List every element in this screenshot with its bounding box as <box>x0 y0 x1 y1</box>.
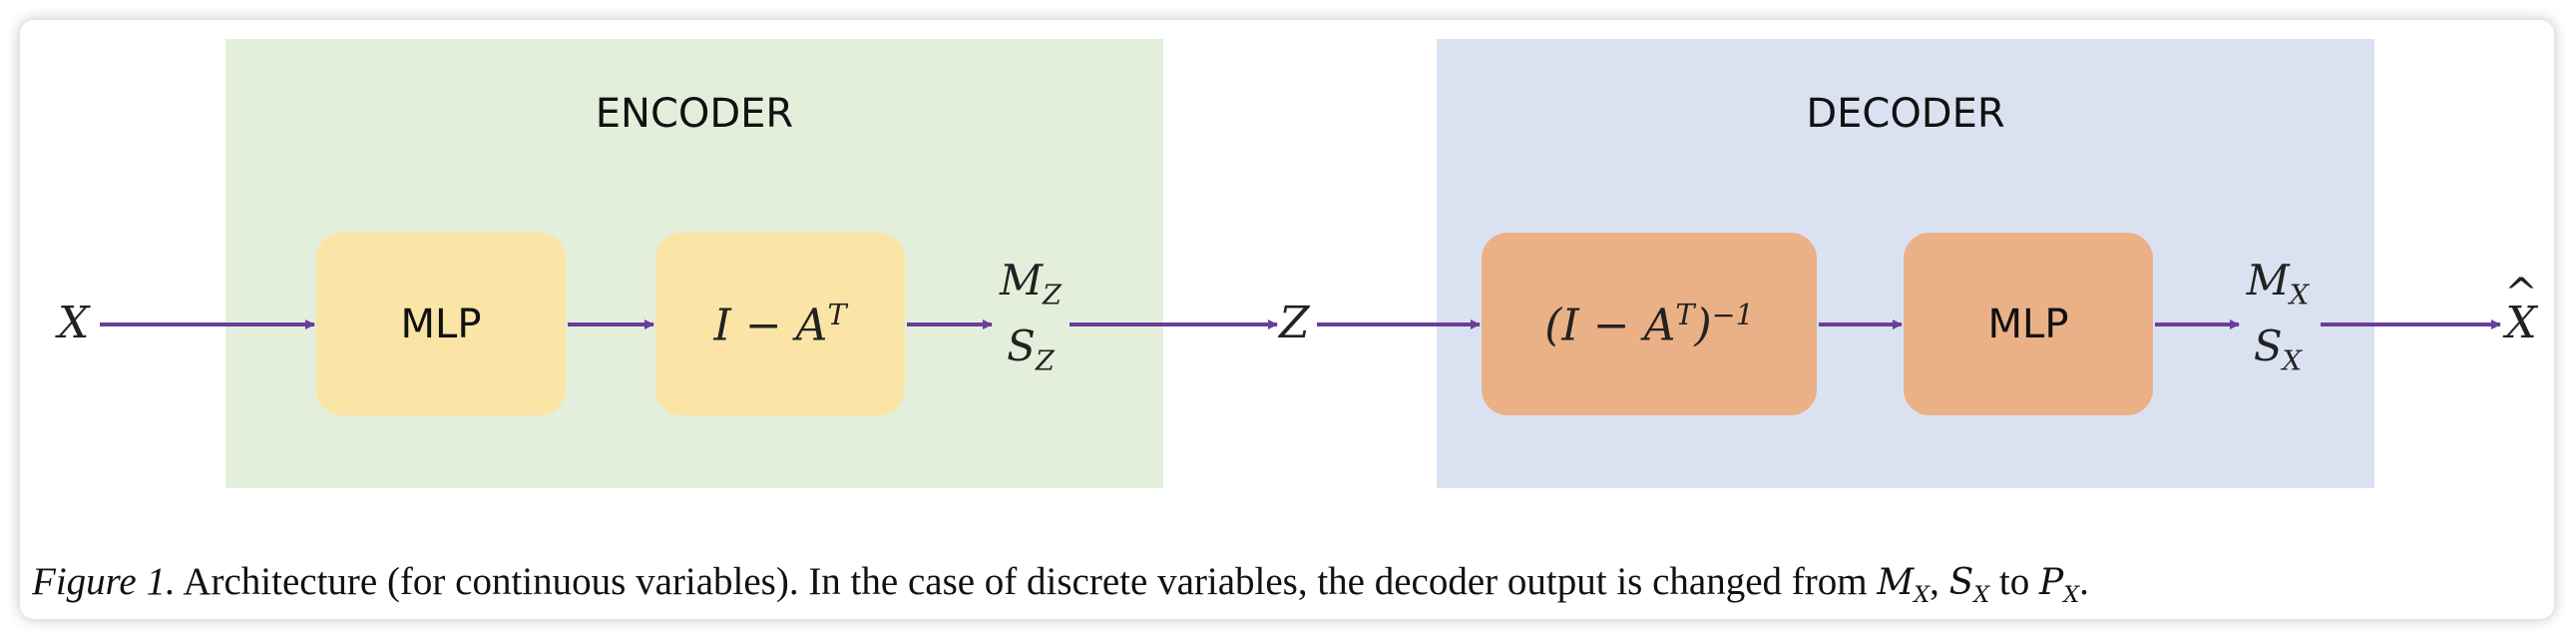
decoder-inverse-label: (I − AT)−1 <box>1544 297 1754 351</box>
encoder-mlp-box: MLP <box>316 233 566 415</box>
caption-text: Architecture (for continuous variables).… <box>183 560 1868 603</box>
decoder-output-stats: MX SX <box>2233 256 2323 377</box>
decoder-mlp-box: MLP <box>1904 233 2153 415</box>
figure-frame: ENCODER DECODER MLP I − AT (I − AT)−1 ML… <box>20 20 2554 619</box>
arrows-layer <box>100 320 2501 329</box>
hat-accent: ^ <box>2504 271 2538 317</box>
sz-label: SZ <box>1007 321 1055 377</box>
decoder-mlp-label: MLP <box>1987 301 2069 347</box>
sx-label: SX <box>2253 321 2303 377</box>
encoder-title: ENCODER <box>595 91 794 137</box>
caption-to: to <box>1998 560 2030 603</box>
figure-label: Figure 1. <box>32 560 176 603</box>
input-x-label: X <box>58 298 90 348</box>
latent-z-label: Z <box>1279 298 1310 348</box>
caption-comma: , <box>1930 560 1939 603</box>
caption-px: PX <box>2039 562 2080 609</box>
output-xhat-label: ^ X <box>2504 271 2538 348</box>
mx-label: MX <box>2246 256 2310 312</box>
encoder-transform-label: I − AT <box>713 297 847 351</box>
decoder-inverse-box: (I − AT)−1 <box>1482 233 1817 415</box>
encoder-transform-box: I − AT <box>655 233 905 415</box>
caption-end: . <box>2079 560 2089 603</box>
encoder-mlp-label: MLP <box>400 301 482 347</box>
decoder-title: DECODER <box>1806 91 2005 137</box>
encoder-output-stats: MZ SZ <box>986 256 1075 377</box>
mz-label: MZ <box>1000 256 1062 312</box>
caption-sx: SX <box>1948 562 1990 609</box>
caption-mx: MX <box>1877 562 1931 609</box>
figure-caption: Figure 1. Architecture (for continuous v… <box>32 559 2546 608</box>
